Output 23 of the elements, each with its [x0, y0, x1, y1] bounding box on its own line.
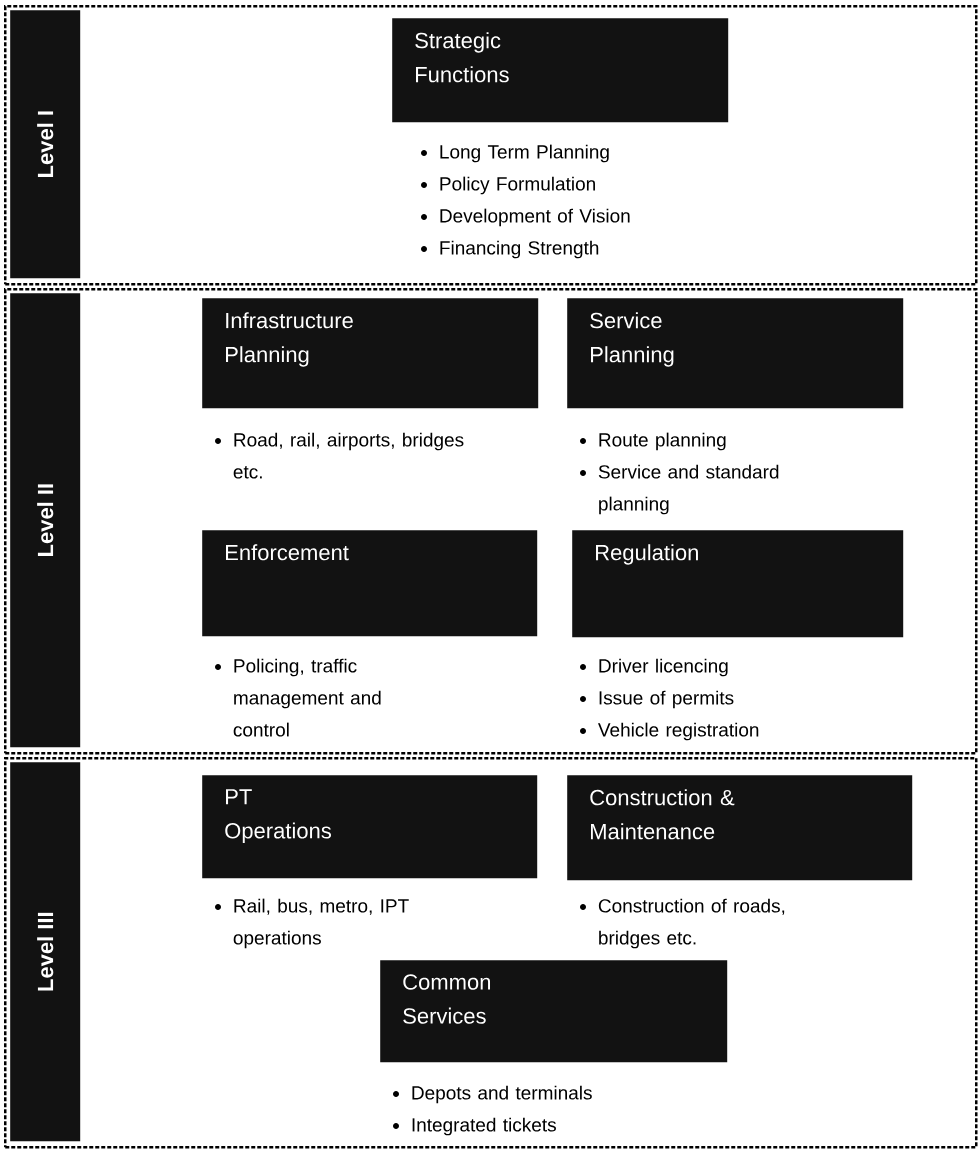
bullet-text: Driver licencing	[599, 658, 728, 677]
bullet-text: Rail, bus, metro, IPT operations	[233, 898, 409, 949]
function-box: Common Services	[380, 960, 728, 1063]
function-box: Construction & Maintenance	[567, 775, 913, 881]
bullet-text: Service and standard planning	[598, 464, 779, 515]
bullet-text: Development of Vision	[440, 208, 630, 227]
function-box: Enforcement	[202, 530, 538, 637]
bullet-text: Route planning	[599, 432, 726, 451]
bullet-text: Long Term Planning	[440, 144, 609, 163]
bullet-text: Construction of roads, bridges etc.	[598, 898, 785, 949]
function-box: Service Planning	[567, 298, 904, 409]
bullet-text: Depots and terminals	[412, 1085, 592, 1104]
function-box: Strategic Functions	[392, 18, 729, 123]
bullet-text: Financing Strength	[440, 240, 599, 259]
function-box: Infrastructure Planning	[202, 298, 539, 409]
bullet-text: Policing, traffic management and control	[233, 658, 381, 737]
function-box: PT Operations	[202, 775, 538, 879]
bullet-text: Vehicle registration	[598, 722, 759, 741]
function-box: Regulation	[572, 530, 904, 638]
bullet-text: Road, rail, airports, bridges etc.	[233, 432, 464, 479]
bullet-text: Issue of permits	[599, 690, 734, 709]
bullet-text: Integrated tickets	[412, 1117, 556, 1136]
bullet-text: Policy Formulation	[440, 176, 595, 195]
